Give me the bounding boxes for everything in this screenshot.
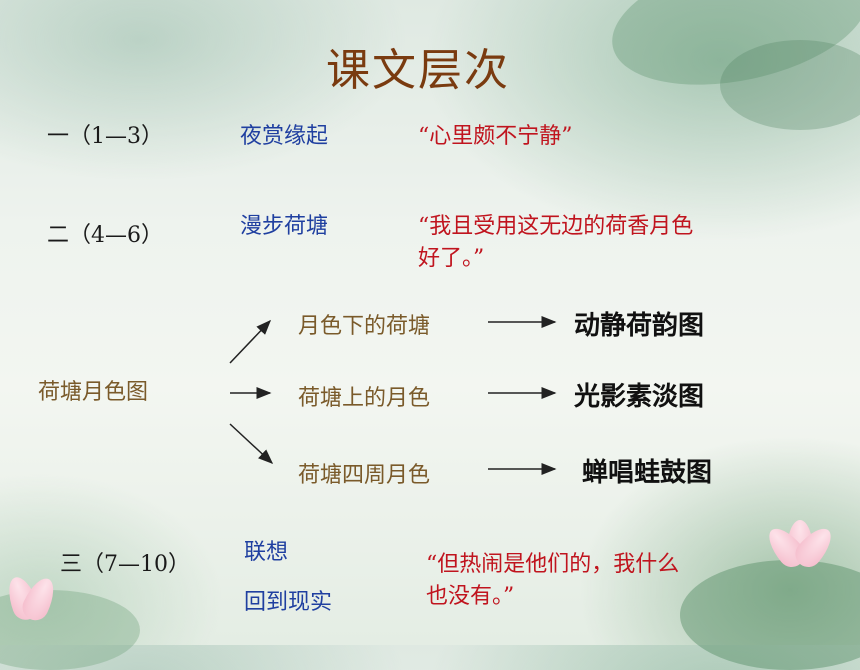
section-2-topic: 漫步荷塘 (240, 214, 329, 239)
branch-3-label: 荷塘四周月色 (298, 463, 431, 488)
section-2-quote-line2: 好了。” (418, 246, 485, 271)
section-2-label: 二（4—6） (47, 223, 163, 248)
section-3-quote-line1: “但热闹是他们的，我什么 (426, 552, 680, 577)
section-3-topic-2: 回到现实 (244, 590, 333, 615)
branch-2-result: 光影素淡图 (574, 382, 705, 412)
section-1-quote: “心里颇不宁静” (418, 124, 573, 149)
branch-arrow-up (229, 319, 272, 364)
lotus-flower-decoration (761, 520, 839, 580)
section-3-topic-1: 联想 (244, 540, 289, 565)
page-title: 课文层次 (326, 45, 510, 96)
diagram-root: 荷塘月色图 (38, 380, 149, 405)
section-1-topic: 夜赏缘起 (240, 124, 329, 149)
section-3-label: 三（7—10） (60, 552, 190, 577)
branch-1-result: 动静荷韵图 (574, 311, 705, 341)
section-3-quote-line2: 也没有。” (426, 584, 515, 609)
section-2-quote-line1: “我且受用这无边的荷香月色 (418, 214, 694, 239)
section-1-label: 一（1—3） (47, 124, 163, 149)
branch-2-label: 荷塘上的月色 (298, 386, 431, 411)
branch-3-result: 蝉唱蛙鼓图 (582, 458, 713, 488)
branch-1-label: 月色下的荷塘 (298, 314, 431, 339)
diagram-arrows (229, 316, 557, 475)
branch-arrow-down (229, 423, 274, 465)
lotus-leaf-decoration (720, 40, 860, 130)
